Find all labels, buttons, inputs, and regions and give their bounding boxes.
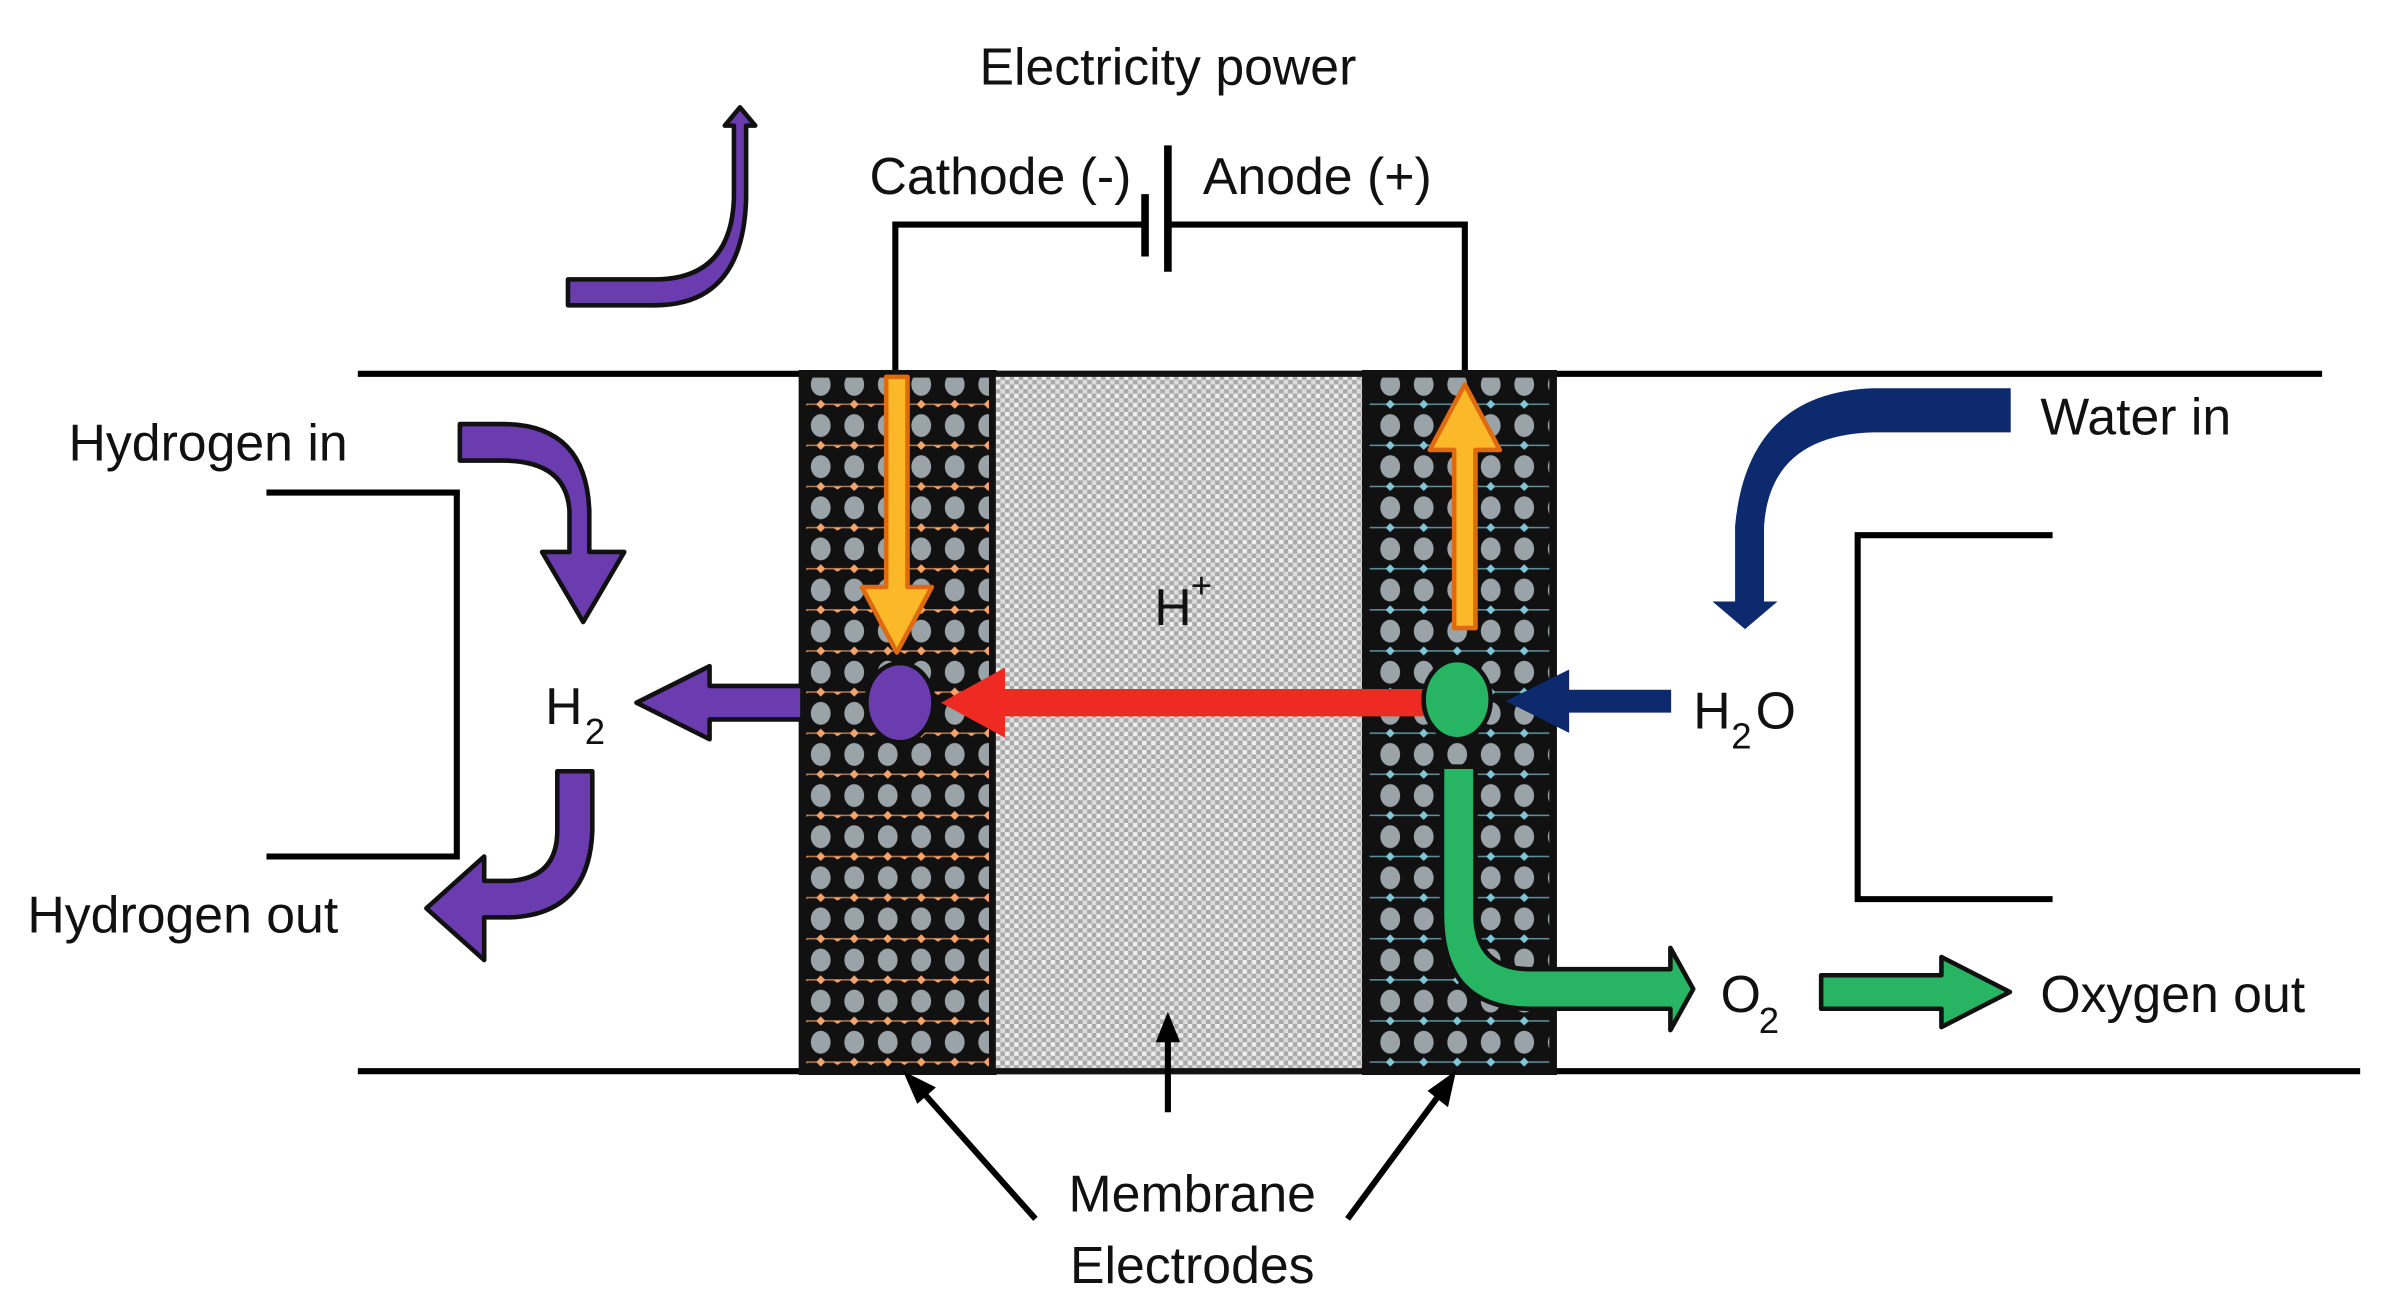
oxygen-arrow xyxy=(1439,764,1696,1033)
anode-label: Anode (+) xyxy=(1203,147,1432,205)
membrane xyxy=(989,370,1369,1075)
electron-arrow-up xyxy=(1427,382,1503,631)
hydrogen-out-label: Hydrogen out xyxy=(27,886,338,944)
water-in-label: Water in xyxy=(2040,388,2231,446)
electrode-pointer-right xyxy=(1345,1070,1457,1221)
cathode-label: Cathode (-) xyxy=(870,147,1132,205)
hydrogen-in-label: Hydrogen in xyxy=(69,414,348,472)
anode-wire xyxy=(1167,221,1468,374)
hydrogen-out-arrow xyxy=(424,768,595,963)
battery-symbol xyxy=(1141,145,1172,272)
electrodes-label: Electrodes xyxy=(1070,1236,1315,1294)
h2o-label-o: O xyxy=(1756,682,1796,740)
hydrogen-in-arrow xyxy=(457,421,627,625)
oxygen-out-label: Oxygen out xyxy=(2040,965,2305,1023)
h2-subscript: 2 xyxy=(585,711,605,752)
right-channel-bracket xyxy=(1854,532,2053,903)
left-channel-bracket xyxy=(266,489,460,860)
electrode-pointer-left xyxy=(902,1070,1038,1221)
hydrogen-particle xyxy=(864,660,936,745)
o2-label: O xyxy=(1721,965,1761,1023)
proton-charge: + xyxy=(1191,565,1212,606)
h2-label: H xyxy=(545,677,582,735)
o2-subscript: 2 xyxy=(1759,1000,1779,1041)
h2o-subscript: 2 xyxy=(1731,715,1751,756)
h2o-arrow xyxy=(1505,669,1672,733)
title-electricity-power: Electricity power xyxy=(979,37,1356,95)
proton-label: H xyxy=(1154,578,1191,636)
h2o-label-h: H xyxy=(1693,682,1730,740)
electron-arrow-down xyxy=(859,374,935,655)
h2-arrow xyxy=(634,663,805,742)
membrane-pointer xyxy=(1155,1011,1181,1113)
hydrogen-up-arrow xyxy=(565,105,758,308)
proton-arrow xyxy=(941,667,1424,738)
oxygen-out-arrow xyxy=(1818,954,2013,1030)
water-particle xyxy=(1421,657,1493,742)
cathode-wire xyxy=(892,221,1146,374)
water-in-arrow xyxy=(1712,388,2011,630)
membrane-label: Membrane xyxy=(1069,1164,1316,1222)
